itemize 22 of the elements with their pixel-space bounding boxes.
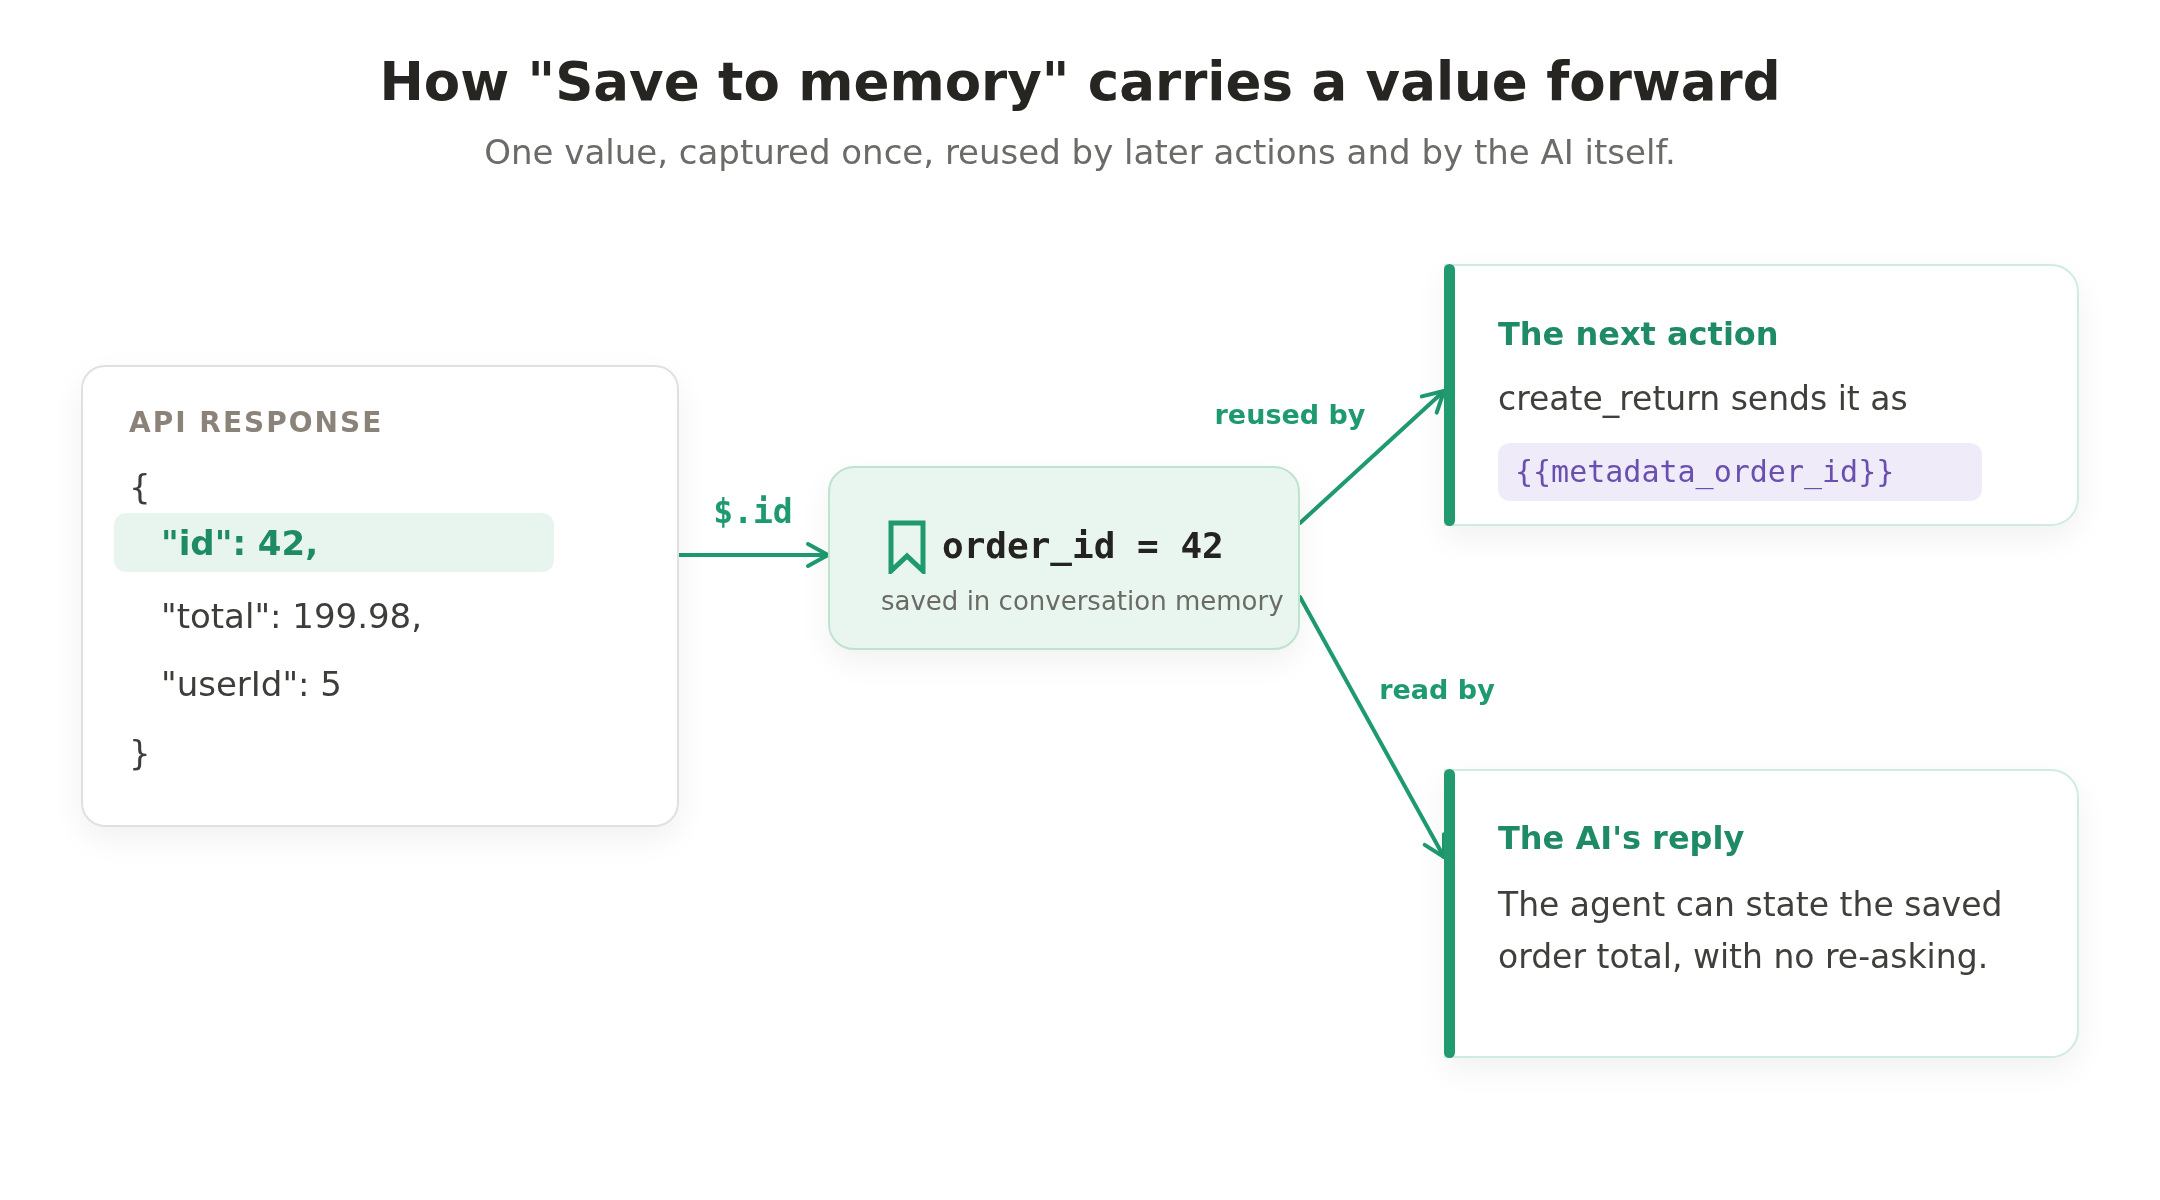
caption-text: saved in conversation memory (881, 585, 1284, 618)
info-card (1444, 769, 2079, 1058)
code-card (81, 365, 679, 827)
title: How "Save to memory" carries a value forward (378, 50, 1782, 114)
section-label: API RESPONSE (129, 405, 384, 441)
card-text: create_return sends it as (1498, 379, 1908, 419)
info-card (1444, 264, 2079, 526)
code-line: "total": 199.98, (161, 596, 423, 636)
code-line: "id": 42, (161, 522, 319, 563)
arrow (1298, 595, 1446, 859)
memory-box (828, 466, 1300, 650)
arrow (1298, 389, 1446, 525)
card-text: The agent can state the saved order total, with no re-asking. (1498, 884, 2004, 978)
code-line: "userId": 5 (161, 664, 342, 704)
template-code: {{metadata_order_id}} (1515, 453, 1895, 492)
card-heading: The next action (1498, 314, 1779, 354)
code-line: { (129, 467, 151, 507)
code-line: } (129, 733, 151, 773)
arrow (677, 542, 830, 568)
card-heading: The AI's reply (1498, 818, 1745, 858)
subtitle: One value, captured once, reused by later actions and by the AI itself. (483, 131, 1677, 174)
variable-text: order_id = 42 (942, 526, 1224, 566)
